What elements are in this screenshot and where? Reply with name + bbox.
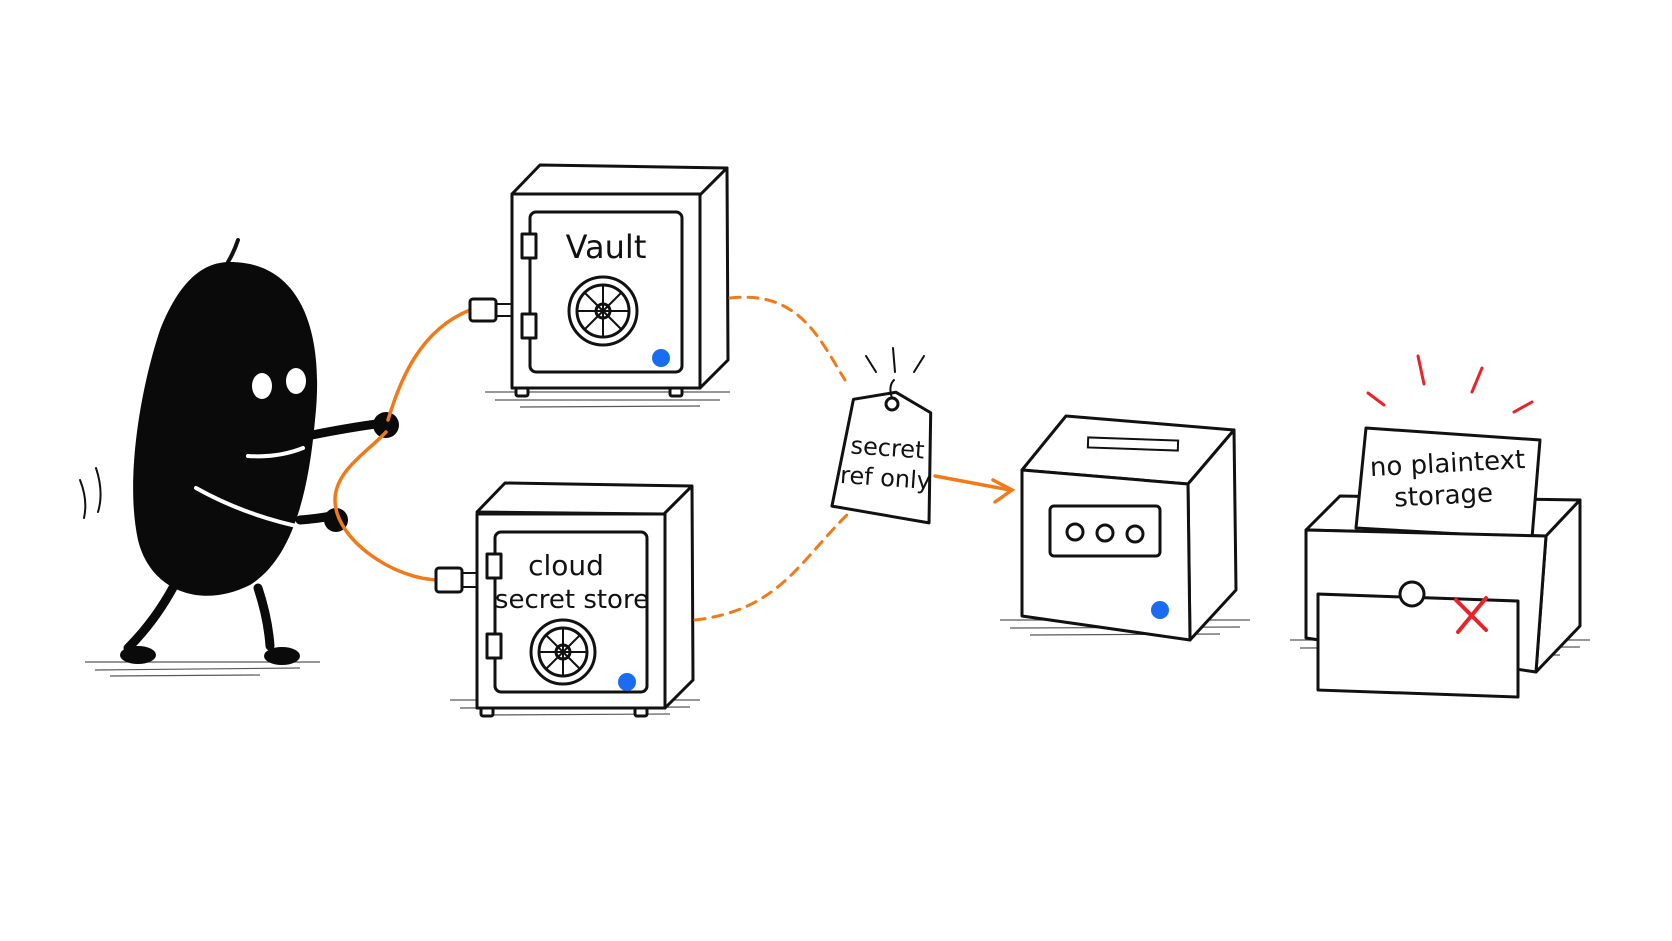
tag-to-device-arrow xyxy=(933,474,1012,492)
cloud-plug xyxy=(434,566,477,594)
vault-plug xyxy=(468,297,511,323)
cable-to-cloud-store xyxy=(333,430,442,582)
plaintext-label-line2: storage xyxy=(1393,478,1493,513)
x-mark-icon xyxy=(1454,596,1488,634)
status-indicator xyxy=(652,349,670,367)
motion-mark xyxy=(79,479,87,519)
cloud-reference-dashed xyxy=(693,510,852,622)
vault-label: Vault xyxy=(566,228,647,266)
motion-mark xyxy=(95,467,102,513)
server-box xyxy=(1000,414,1250,642)
vault-safe: Vault xyxy=(485,163,730,408)
cloud-label-line1: cloud xyxy=(528,549,604,582)
cloud-label-line2: secret store xyxy=(495,585,649,615)
vault-reference-dashed xyxy=(728,295,847,382)
cable-to-vault xyxy=(386,308,472,422)
left-eye xyxy=(252,373,272,399)
right-eye xyxy=(286,368,306,394)
tag-label-line1: secret xyxy=(850,431,926,464)
alert-marks xyxy=(1366,354,1534,414)
character-body xyxy=(133,262,318,596)
plaintext-storage-box: no plaintext storage xyxy=(1290,354,1590,699)
status-indicator xyxy=(1151,601,1169,619)
safe-dial-icon xyxy=(567,275,639,347)
status-indicator xyxy=(618,673,636,691)
secret-ref-tag: secret ref only xyxy=(830,347,933,525)
character xyxy=(79,238,399,677)
tag-label-line2: ref only xyxy=(839,461,932,495)
safe-dial-icon xyxy=(529,618,597,686)
cloud-secret-store-safe: cloud secret store xyxy=(450,481,700,718)
